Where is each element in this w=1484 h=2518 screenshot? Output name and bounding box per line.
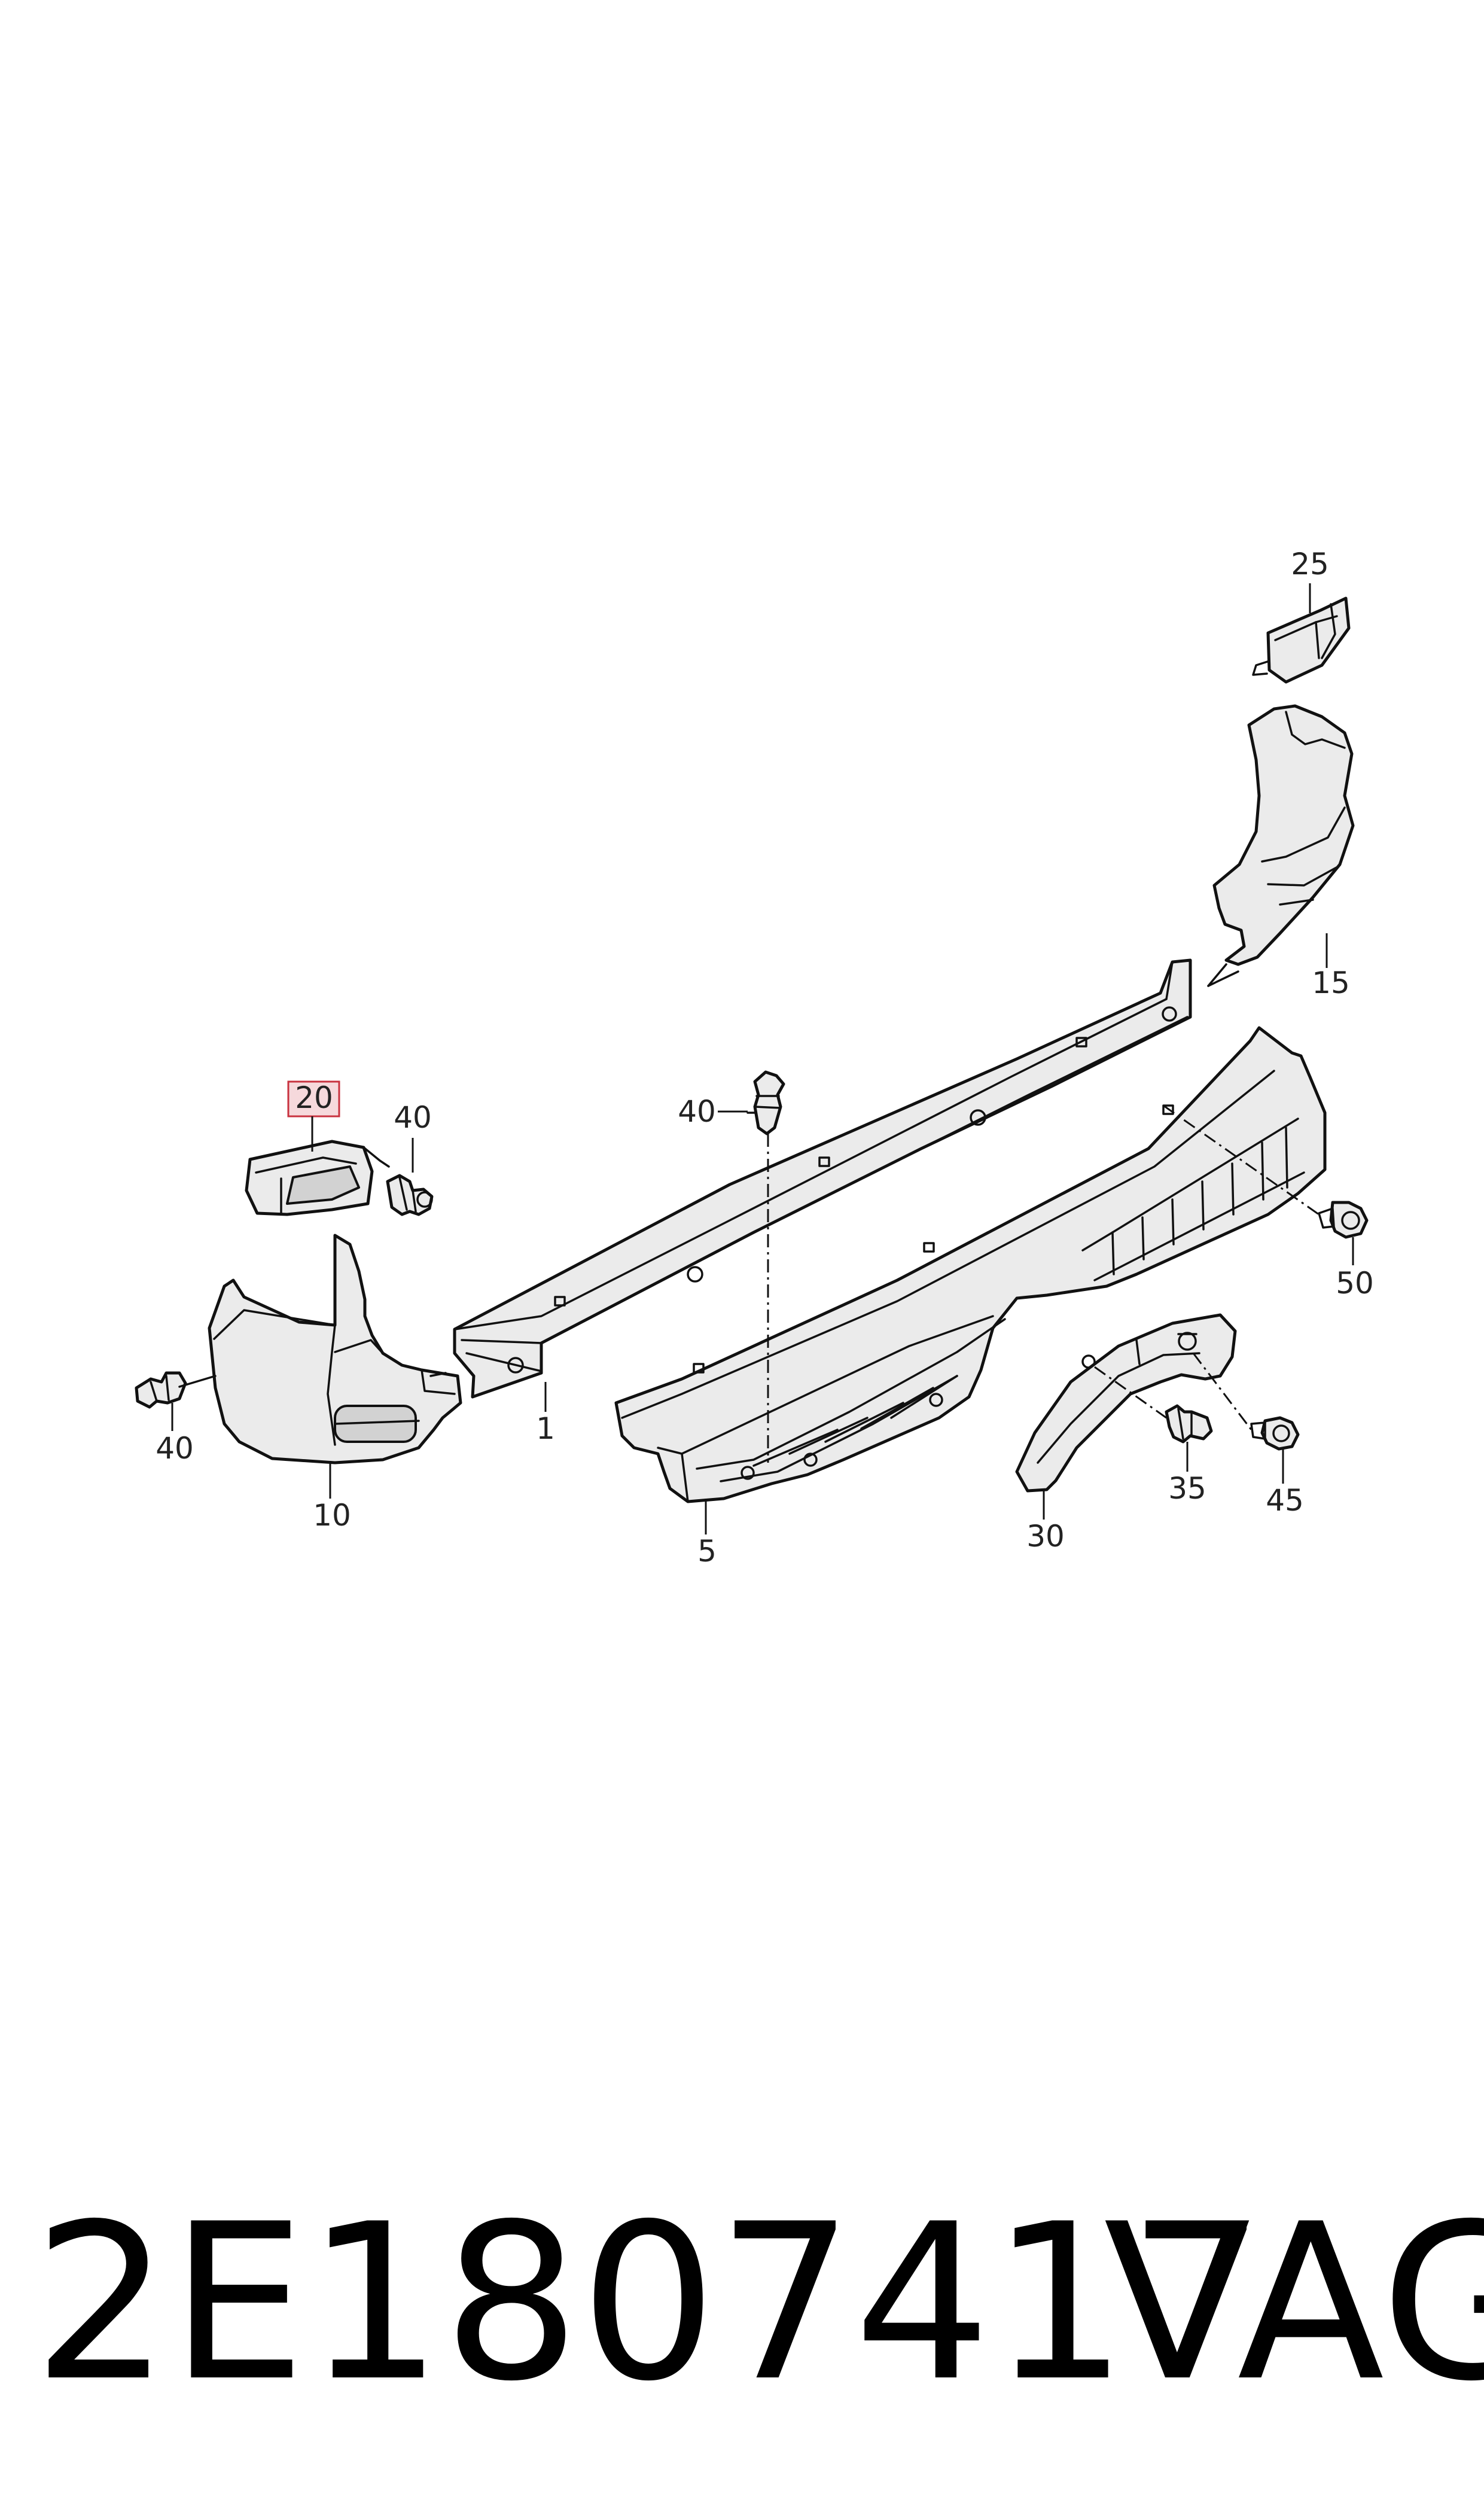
clip-40-upper-left	[386, 1174, 434, 1216]
screw-50	[1318, 1201, 1369, 1239]
callout-1: 1	[536, 1411, 555, 1446]
callout-35: 35	[1168, 1471, 1206, 1506]
clip-40-left	[135, 1371, 217, 1409]
part-5-step-panel	[614, 1026, 1327, 1503]
part-number: 2E1807417	[33, 2178, 1265, 2428]
clip-40-center	[746, 1070, 785, 1135]
part-25-bracket	[1252, 596, 1351, 684]
part-10-left-corner-trim	[208, 1234, 462, 1464]
callout-20-highlight	[287, 1080, 340, 1118]
callout-40-left: 40	[156, 1431, 194, 1466]
assembly-line-50	[1163, 1104, 1320, 1216]
screw-45	[1250, 1416, 1300, 1451]
clip-35	[1165, 1404, 1213, 1444]
callout-40-center: 40	[678, 1094, 716, 1129]
callout-50: 50	[1336, 1266, 1374, 1301]
callout-45: 45	[1266, 1483, 1304, 1518]
callout-40-upper-left: 40	[394, 1100, 432, 1135]
part-1-cross-member	[453, 958, 1192, 1399]
callout-20: 20	[295, 1080, 333, 1115]
part-15-right-corner-trim	[1207, 704, 1355, 987]
callout-15: 15	[1312, 966, 1350, 1000]
brand-name: VAG	[1104, 2178, 1484, 2428]
part-20-reflector	[245, 1140, 390, 1216]
callout-5: 5	[697, 1534, 717, 1569]
assembly-line-35	[1094, 1366, 1167, 1419]
assembly-line-45	[1192, 1353, 1253, 1430]
callout-10: 10	[313, 1498, 351, 1533]
part-30-bracket	[1015, 1313, 1237, 1493]
callout-30: 30	[1026, 1519, 1065, 1554]
callout-25: 25	[1291, 547, 1329, 581]
